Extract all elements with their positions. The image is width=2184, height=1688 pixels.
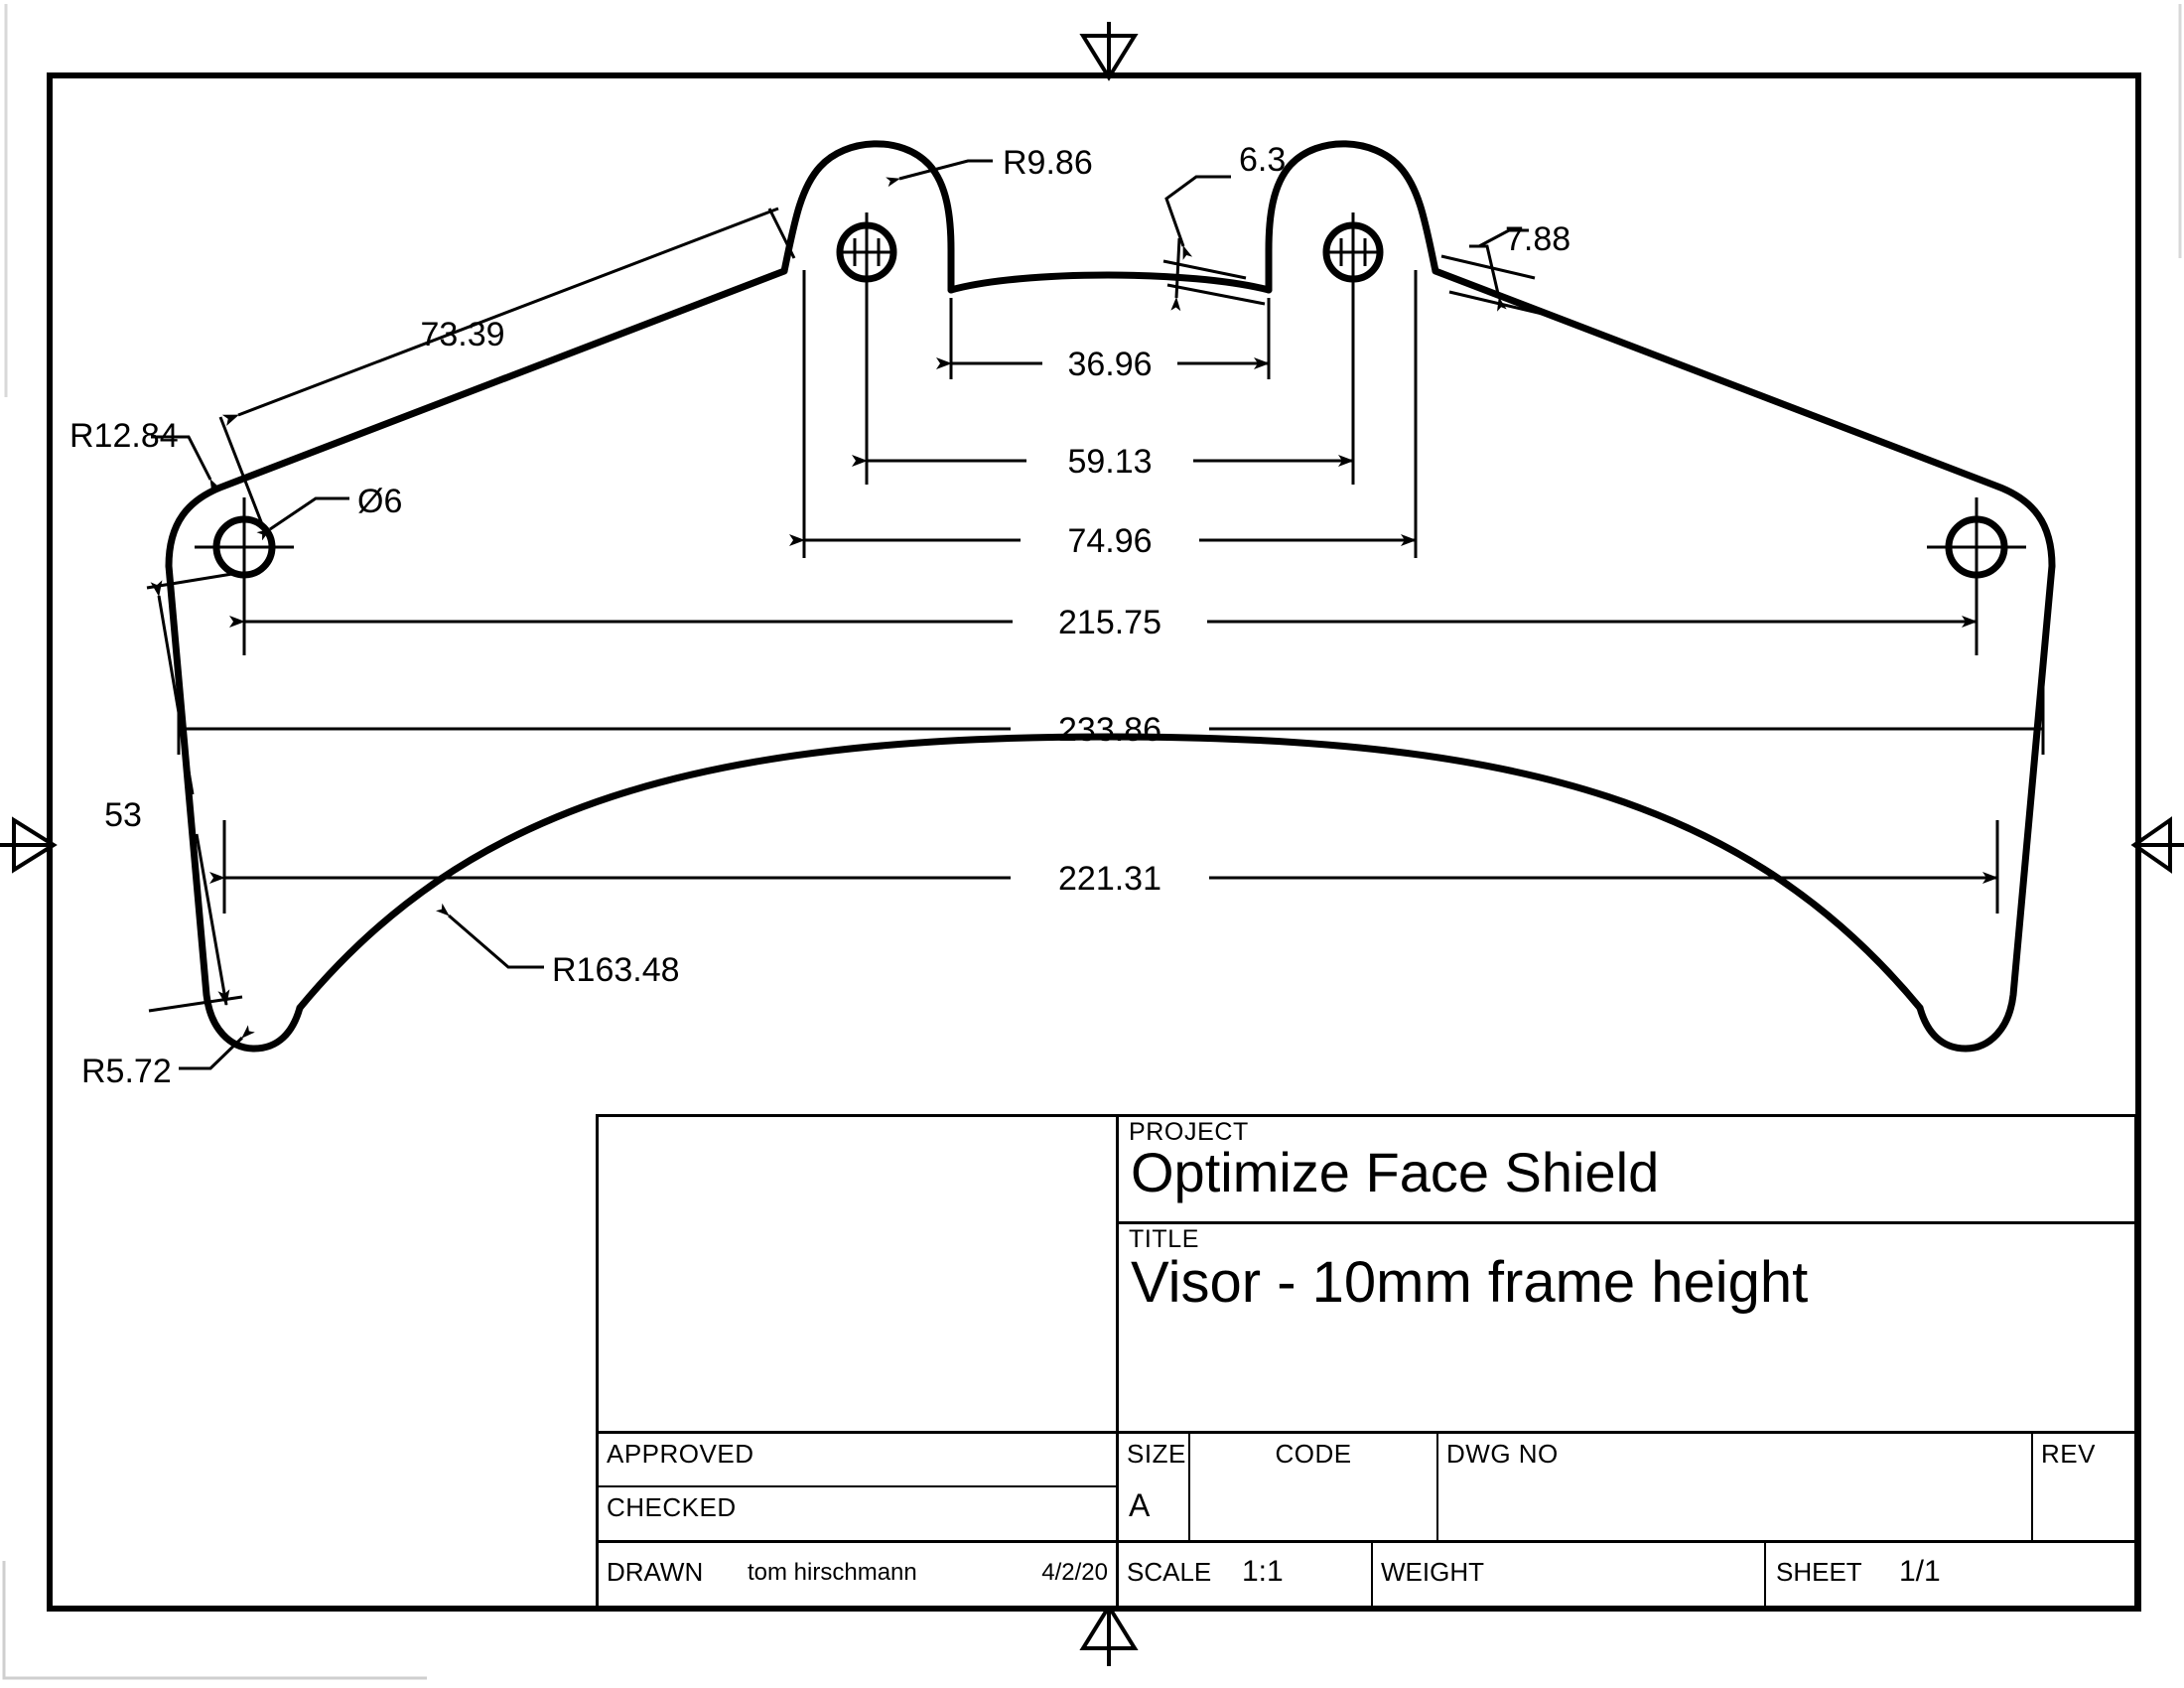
code-cell: CODE (1190, 1434, 1438, 1540)
dimension-23386-label: 233.86 (1058, 711, 1161, 749)
title-value: Visor - 10mm frame height (1131, 1250, 1809, 1315)
dimension-r986: R9.86 (886, 144, 1093, 188)
drawn-cell: DRAWN tom hirschmann 4/2/20 (599, 1543, 1119, 1606)
code-caption: CODE (1275, 1439, 1352, 1469)
dimension-r1284-label: R12.84 (69, 417, 179, 455)
weight-cell: WEIGHT (1373, 1543, 1766, 1606)
project-caption: PROJECT (1129, 1118, 1249, 1146)
tab-hole-left (836, 212, 897, 292)
dimension-3696-label: 36.96 (1067, 346, 1152, 383)
dimension-53-label: 53 (104, 796, 142, 834)
drawn-by-value: tom hirschmann (748, 1559, 917, 1586)
title-block-middle-row: APPROVED CHECKED SIZE A CODE DWG NO REV (599, 1431, 2134, 1540)
rev-cell: REV (2033, 1434, 2134, 1540)
center-mark-right (2130, 816, 2184, 874)
dimension-7496-label: 74.96 (1067, 522, 1152, 560)
dimension-788-label: 7.88 (1505, 220, 1570, 258)
dimension-21575-label: 215.75 (1058, 604, 1161, 641)
drawing-title-cell: TITLE Visor - 10mm frame height (1119, 1224, 2134, 1431)
project-cell: PROJECT Optimize Face Shield (1119, 1117, 2134, 1224)
dimension-3696: 36.96 (936, 298, 1271, 383)
dimension-23386: 233.86 (177, 663, 2045, 755)
project-value: Optimize Face Shield (1131, 1141, 1660, 1203)
dimension-r572: R5.72 (81, 1025, 255, 1090)
dimension-21575: 215.75 (229, 556, 1979, 655)
dimension-53: 53 (104, 572, 243, 1013)
scale-caption: SCALE (1127, 1557, 1212, 1587)
dwg-no-caption: DWG NO (1446, 1439, 1559, 1469)
dimension-22131: 221.31 (209, 820, 1999, 914)
logo-cell (599, 1117, 1119, 1431)
dimension-r16348: R163.48 (435, 903, 680, 989)
title-caption: TITLE (1129, 1225, 1200, 1253)
dwg-no-cell: DWG NO (1438, 1434, 2033, 1540)
dimension-22131-label: 221.31 (1058, 860, 1161, 898)
sheet-cell: SHEET 1/1 (1766, 1543, 2134, 1606)
dimension-5913-label: 59.13 (1067, 443, 1152, 481)
size-caption: SIZE (1127, 1439, 1186, 1469)
dimension-5913: 59.13 (852, 288, 1355, 485)
approved-cell: APPROVED (599, 1434, 1116, 1487)
sheet-value: 1/1 (1899, 1555, 1941, 1588)
center-mark-left (0, 816, 58, 874)
size-value: A (1129, 1487, 1151, 1523)
center-mark-top (1079, 22, 1139, 81)
dimension-r1284: R12.84 (69, 417, 221, 493)
dimension-dia6-label: Ø6 (357, 483, 402, 520)
dimension-7496: 74.96 (789, 270, 1418, 560)
tab-hole-right (1322, 212, 1384, 292)
center-mark-bottom (1079, 1603, 1139, 1666)
approved-caption: APPROVED (607, 1439, 754, 1469)
visor-part-outline (165, 140, 2056, 1053)
approved-checked-cells: APPROVED CHECKED (599, 1434, 1119, 1540)
title-cells: PROJECT Optimize Face Shield TITLE Visor… (1119, 1117, 2134, 1431)
size-cell: SIZE A (1119, 1434, 1190, 1540)
title-block: PROJECT Optimize Face Shield TITLE Visor… (596, 1114, 2137, 1609)
scale-cell: SCALE 1:1 (1119, 1543, 1373, 1606)
dimension-7339: 73.39 (218, 207, 796, 525)
checked-caption: CHECKED (607, 1491, 737, 1522)
dimension-63-label: 6.3 (1239, 141, 1286, 179)
dimension-63: 6.3 (1162, 141, 1286, 312)
dimension-7339-label: 73.39 (420, 316, 504, 353)
drawn-caption: DRAWN (607, 1557, 704, 1587)
dimension-r986-label: R9.86 (1003, 144, 1093, 182)
title-block-upper: PROJECT Optimize Face Shield TITLE Visor… (599, 1117, 2134, 1431)
scale-value: 1:1 (1242, 1555, 1284, 1588)
checked-cell: CHECKED (599, 1487, 1116, 1541)
dimension-788: 7.88 (1440, 220, 1570, 318)
dimension-dia6: Ø6 (256, 483, 402, 541)
sheet-caption: SHEET (1776, 1557, 1862, 1587)
drawn-date-value: 4/2/20 (1041, 1559, 1108, 1586)
dimension-r16348-label: R163.48 (552, 951, 680, 989)
dimension-r572-label: R5.72 (81, 1053, 172, 1090)
title-block-bottom-row: DRAWN tom hirschmann 4/2/20 SCALE 1:1 WE… (599, 1540, 2134, 1606)
rev-caption: REV (2041, 1439, 2096, 1469)
weight-caption: WEIGHT (1381, 1557, 1484, 1587)
